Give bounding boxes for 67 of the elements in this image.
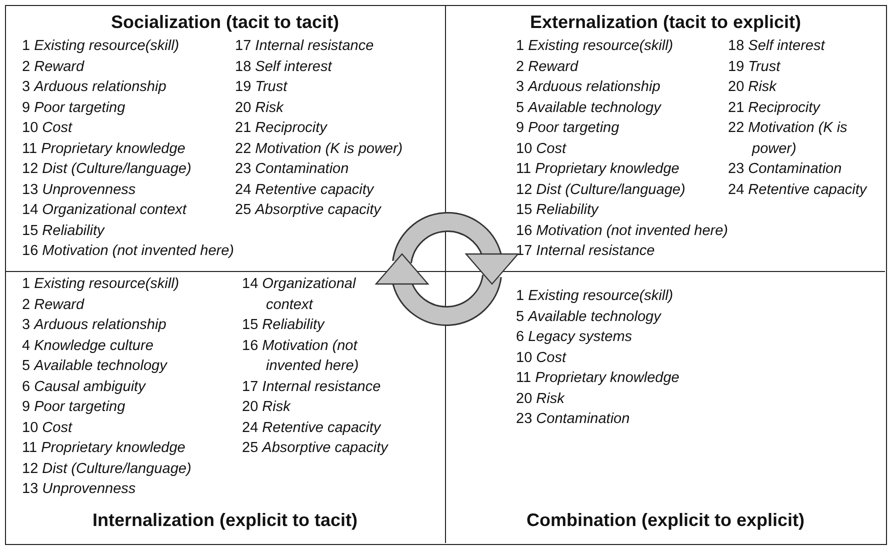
factor-item: 14 Organizational context [22,201,186,220]
factor-item: 13 Unprovenness [22,480,136,499]
factor-item: 12 Dist (Culture/language) [516,180,686,200]
factor-item: 1 Existing resource(skill) [22,37,180,56]
factor-item: 11 Proprietary knowledge [22,140,186,158]
factor-item: 18 Self interest [235,58,332,76]
quadrant-heading: Combination (explicit to explicit) [526,510,804,531]
factor-item: 3 Arduous relationship [22,78,166,97]
factor-item: 10 Cost [22,418,72,438]
factor-item: 21 Reciprocity [235,119,327,138]
factor-item: 22 Motivation (K is power) [728,119,848,158]
factor-item: 3 Arduous relationship [22,316,166,335]
factor-item: 2 Reward [22,296,84,314]
factor-item: 2 Reward [22,58,84,76]
factor-item: 10 Cost [516,140,566,158]
factor-item: 5 Available technology [22,357,167,376]
factor-item: 17 Internal resistance [242,378,381,396]
factor-item: 14 Organizational context [242,275,357,314]
factor-item: 10 Cost [516,348,566,368]
factor-item: 4 Knowledge culture [22,336,154,356]
factor-item: 21 Reciprocity [728,98,820,118]
factor-item: 19 Trust [728,58,780,76]
factor-item: 6 Legacy systems [516,328,632,347]
factor-item: 1 Existing resource(skill) [516,37,674,56]
factor-item: 10 Cost [22,119,72,138]
factor-item: 23 Contamination [728,160,842,179]
factor-item: 12 Dist (Culture/language) [22,460,192,478]
factor-item: 20 Risk [728,78,776,97]
factor-item: 1 Existing resource(skill) [22,275,180,294]
factor-item: 5 Available technology [516,98,661,118]
factor-item: 11 Proprietary knowledge [22,439,186,458]
quadrant-heading: Socialization (tacit to tacit) [110,12,340,33]
factor-item: 16 Motivation (not invented here) [22,242,234,261]
factor-item: 22 Motivation (K is power) [235,140,403,158]
factor-item: 15 Reliability [242,316,324,335]
factor-item: 24 Retentive capacity [728,180,867,200]
factor-item: 17 Internal resistance [235,37,374,56]
factor-item: 6 Causal ambiguity [22,378,146,396]
factor-item: 16 Motivation (not invented here) [516,222,728,240]
factor-item: 13 Unprovenness [22,180,136,200]
factor-item: 23 Contamination [516,410,630,429]
factor-item: 3 Arduous relationship [516,78,660,97]
factor-item: 15 Reliability [516,201,598,220]
factor-item: 23 Contamination [235,160,349,179]
quadrant-heading: Externalization (tacit to explicit) [530,12,802,33]
factor-item: 9 Poor targeting [22,98,126,118]
factor-item: 17 Internal resistance [516,242,655,261]
factor-item: 12 Dist (Culture/language) [22,160,192,179]
quadrant-heading: Internalization (explicit to tacit) [92,510,358,531]
factor-item: 9 Poor targeting [516,119,620,138]
factor-item: 1 Existing resource(skill) [516,287,674,306]
factor-item: 20 Risk [516,390,564,408]
factor-item: 25 Absorptive capacity [235,201,381,220]
factor-item: 11 Proprietary knowledge [516,160,680,179]
factor-item: 18 Self interest [728,37,825,56]
factor-item: 20 Risk [235,98,284,118]
factor-item: 5 Available technology [516,308,661,326]
factor-item: 9 Poor targeting [22,398,126,417]
factor-item: 24 Retentive capacity [235,180,374,200]
factor-item: 25 Absorptive capacity [242,439,388,458]
factor-item: 15 Reliability [22,222,104,240]
factor-item: 19 Trust [235,78,288,97]
factor-item: 16 Motivation (not invented here) [242,336,360,376]
factor-item: 2 Reward [516,58,578,76]
factor-item: 20 Risk [242,398,290,417]
factor-item: 11 Proprietary knowledge [516,369,680,388]
factor-item: 24 Retentive capacity [242,418,381,438]
